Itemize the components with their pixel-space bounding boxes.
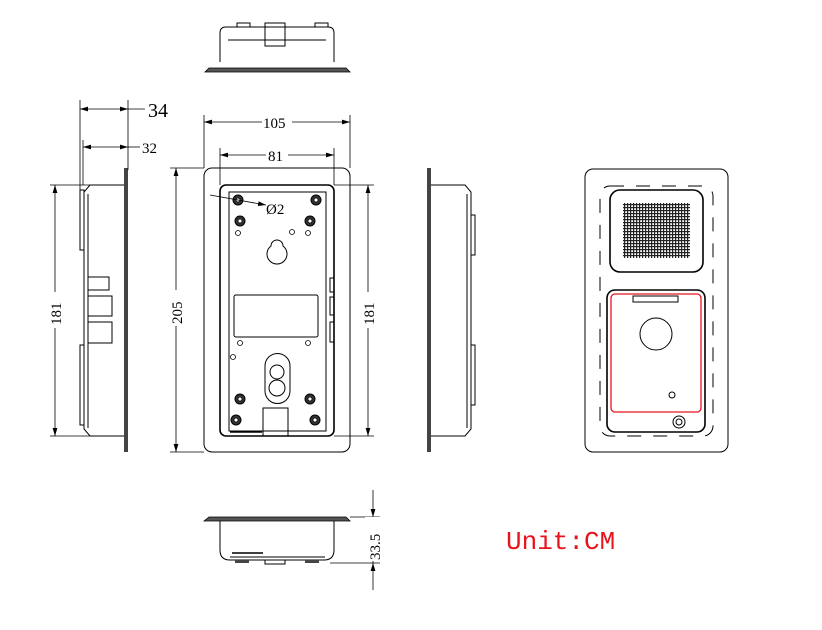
bottom-view: 33.5	[202, 490, 384, 590]
dim-width-total: 105	[263, 116, 286, 132]
dim-height-total: 205	[170, 302, 186, 325]
left-side-view: 34 32 181	[47, 100, 168, 452]
dim-height-body-right: 181	[362, 303, 378, 326]
right-side-view	[427, 168, 476, 452]
top-view	[204, 22, 351, 73]
speaker-grill	[623, 203, 690, 258]
dim-width-body: 81	[268, 149, 283, 165]
dim-bottom-depth: 33.5	[368, 534, 384, 560]
dim-depth-total: 34	[148, 100, 168, 122]
dim-height-body-left: 181	[49, 303, 65, 326]
unit-label: Unit:CM	[506, 527, 615, 557]
dim-depth-body: 32	[142, 141, 157, 157]
back-view: Ø2 105 81 205 181	[168, 114, 378, 453]
front-view	[584, 168, 729, 453]
dim-hole-diameter: Ø2	[266, 202, 284, 218]
